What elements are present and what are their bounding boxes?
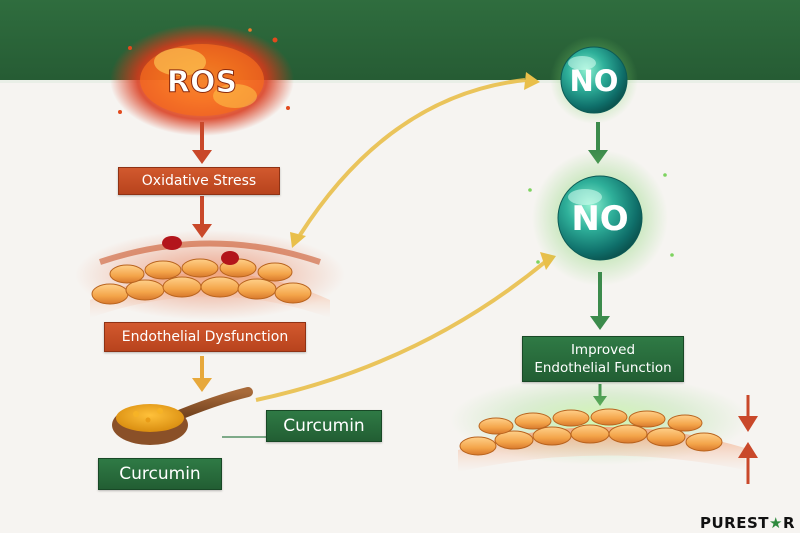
increase-arrow-icon bbox=[738, 442, 758, 484]
dysfunction-to-curcumin-arrow bbox=[192, 356, 212, 392]
brand-star-icon: ★ bbox=[769, 514, 783, 532]
endothelial-dysfunction-label: Endothelial Dysfunction bbox=[104, 322, 306, 352]
no-top-label: NO bbox=[570, 64, 619, 98]
improved-label-line1: Improved bbox=[570, 342, 636, 358]
damaged-endothelium bbox=[75, 230, 345, 320]
no-to-dysfunction-arrow bbox=[290, 72, 540, 248]
no-middle-to-improved-arrow bbox=[590, 272, 610, 330]
no-middle-label: NO bbox=[571, 199, 628, 239]
curcumin-label-left: Curcumin bbox=[98, 458, 222, 490]
ros-burst bbox=[110, 24, 294, 136]
improved-endothelial-function-label: Improved Endothelial Function bbox=[522, 336, 684, 382]
brand-logo: PUREST★R bbox=[700, 514, 795, 532]
no-top-orb bbox=[550, 36, 638, 124]
healthy-endothelium bbox=[450, 375, 750, 472]
curcumin-label-right: Curcumin bbox=[266, 410, 382, 442]
ros-label: ROS bbox=[167, 65, 237, 100]
decrease-arrow-icon bbox=[738, 395, 758, 432]
brand-prefix: PUREST bbox=[700, 514, 770, 532]
no-middle-orb bbox=[528, 150, 674, 286]
brand-suffix: R bbox=[782, 514, 796, 532]
ros-to-stress-arrow bbox=[192, 122, 212, 164]
improved-label-line2: Endothelial Function bbox=[534, 360, 672, 376]
curcumin-spoon-icon bbox=[112, 387, 253, 445]
oxidative-stress-label: Oxidative Stress bbox=[118, 167, 280, 195]
